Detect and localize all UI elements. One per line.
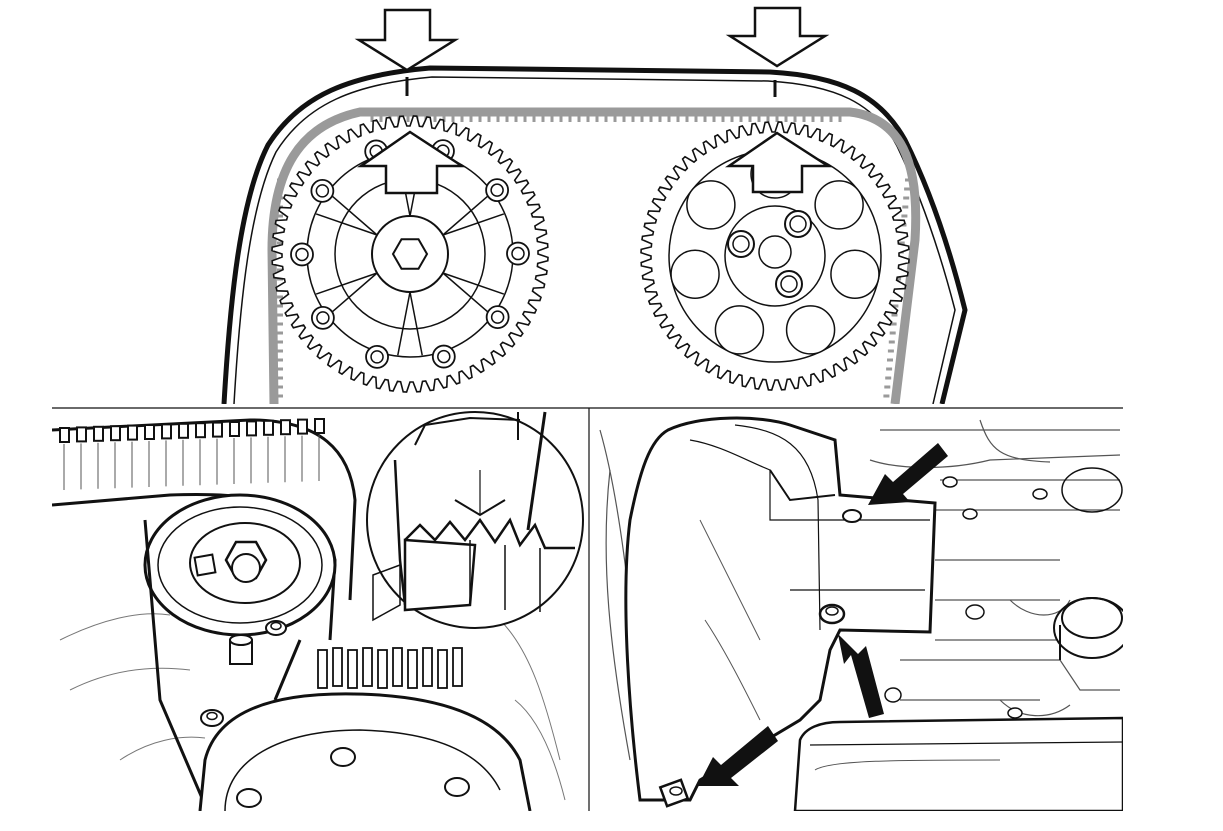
lightening-hole — [814, 180, 864, 230]
belt-tooth — [263, 419, 274, 436]
pulley-bolt-head — [315, 184, 330, 198]
sprocket-tooth — [332, 647, 343, 687]
pulley-bolt-head — [511, 246, 525, 261]
right-camshaft-pulley — [640, 121, 910, 391]
pulley-spoke — [315, 213, 378, 236]
pulley-spoke — [442, 213, 505, 236]
sprocket-tooth — [377, 649, 388, 689]
pulley-bolt-head — [490, 310, 505, 324]
sprocket-tooth — [452, 647, 463, 687]
hex-bolt-head — [391, 238, 429, 270]
belt-tooth — [229, 421, 240, 437]
up-arrow-icon — [724, 131, 833, 194]
sprocket-tooth — [422, 647, 433, 687]
belt-tooth — [280, 419, 291, 436]
belt-tooth — [314, 418, 325, 434]
belt-tooth — [178, 422, 189, 439]
belt-tooth — [297, 418, 308, 435]
pulley-spoke — [442, 192, 493, 236]
pulley-bolt — [485, 305, 510, 330]
pulley-bolt-head — [370, 350, 384, 364]
up-arrow-icon — [357, 130, 467, 195]
belt-tooth — [195, 422, 206, 439]
belt-tooth — [59, 427, 70, 443]
timing-belt — [267, 107, 921, 404]
belt-tooth — [144, 424, 155, 440]
sprocket-tooth — [437, 649, 448, 689]
pulley-bolts — [290, 139, 530, 369]
cover-bolt — [842, 509, 862, 523]
sprocket-tooth — [407, 649, 418, 689]
crankshaft-sprocket-teeth — [317, 647, 463, 689]
pulley-bolt-head — [316, 311, 330, 325]
hub-bolts — [727, 210, 812, 298]
pulley-spoke — [315, 272, 378, 295]
lightening-hole — [830, 249, 880, 299]
belt-tooth — [161, 423, 172, 440]
lightening-hole — [686, 180, 736, 230]
lightening-hole — [714, 305, 765, 355]
hub-bolt — [775, 270, 803, 298]
belt-tooth — [76, 426, 87, 443]
pulley-spoke — [442, 272, 505, 295]
pulley-bolt — [310, 305, 335, 330]
pulley-spoke — [409, 291, 423, 356]
hub-bolt — [784, 210, 812, 238]
down-arrow-icon — [725, 6, 830, 68]
hub-bolt-head — [780, 275, 798, 293]
pulley-bolt — [506, 241, 530, 266]
belt-tooth — [93, 425, 104, 442]
sprocket-tooth — [347, 649, 358, 689]
dowel-pin — [229, 634, 253, 665]
lightening-hole — [785, 305, 836, 355]
belt-tooth — [127, 424, 138, 441]
sprocket-tooth — [317, 649, 328, 689]
pulley-bolt-head — [295, 247, 309, 262]
pulley-spoke — [397, 291, 411, 356]
bottom-left-panel-tensioner — [52, 411, 584, 811]
hub-bolt-head — [789, 215, 807, 233]
sprocket-tooth — [362, 647, 373, 687]
magnified-inset — [366, 411, 584, 629]
pulley-spoke — [442, 272, 493, 316]
solid-arrow-icon — [838, 634, 884, 718]
pulley-bolt-head — [437, 349, 451, 364]
pulley-bolt — [365, 344, 389, 369]
cover-bolt — [658, 778, 690, 808]
pulley-spoke — [327, 192, 378, 236]
solid-arrow-icon — [868, 443, 948, 505]
top-panel-camshaft-pulleys — [221, 6, 968, 404]
bottom-right-panel-timing-cover — [599, 416, 1123, 811]
pulley-bolt-head — [490, 183, 504, 197]
cover-bolt — [818, 603, 846, 625]
lightening-hole — [670, 249, 720, 299]
pulley-spoke — [327, 272, 378, 316]
pulley-bolt — [290, 242, 314, 267]
solid-arrow-icon — [698, 726, 778, 786]
pulley-bolt — [431, 344, 456, 369]
hub-bolt — [727, 230, 755, 258]
hub-bolt-head — [732, 235, 750, 253]
down-arrow-icon — [354, 8, 460, 72]
sprocket-tooth — [392, 647, 403, 687]
tensioner-pulley — [143, 493, 337, 637]
engine-bolt — [265, 620, 287, 636]
belt-tooth — [212, 421, 223, 438]
pulley-bolt — [310, 178, 335, 203]
crankshaft-pulley — [198, 692, 532, 811]
belt-teeth — [59, 418, 325, 490]
belt-tooth — [110, 425, 121, 442]
oil-filler-cap — [1053, 467, 1123, 660]
belt-cover-outline — [221, 65, 968, 404]
pulley-bolt — [485, 178, 510, 203]
belt-tooth — [246, 420, 257, 437]
left-camshaft-pulley — [271, 115, 549, 393]
engine-bolt — [200, 709, 224, 727]
valve-cover — [793, 716, 1123, 811]
